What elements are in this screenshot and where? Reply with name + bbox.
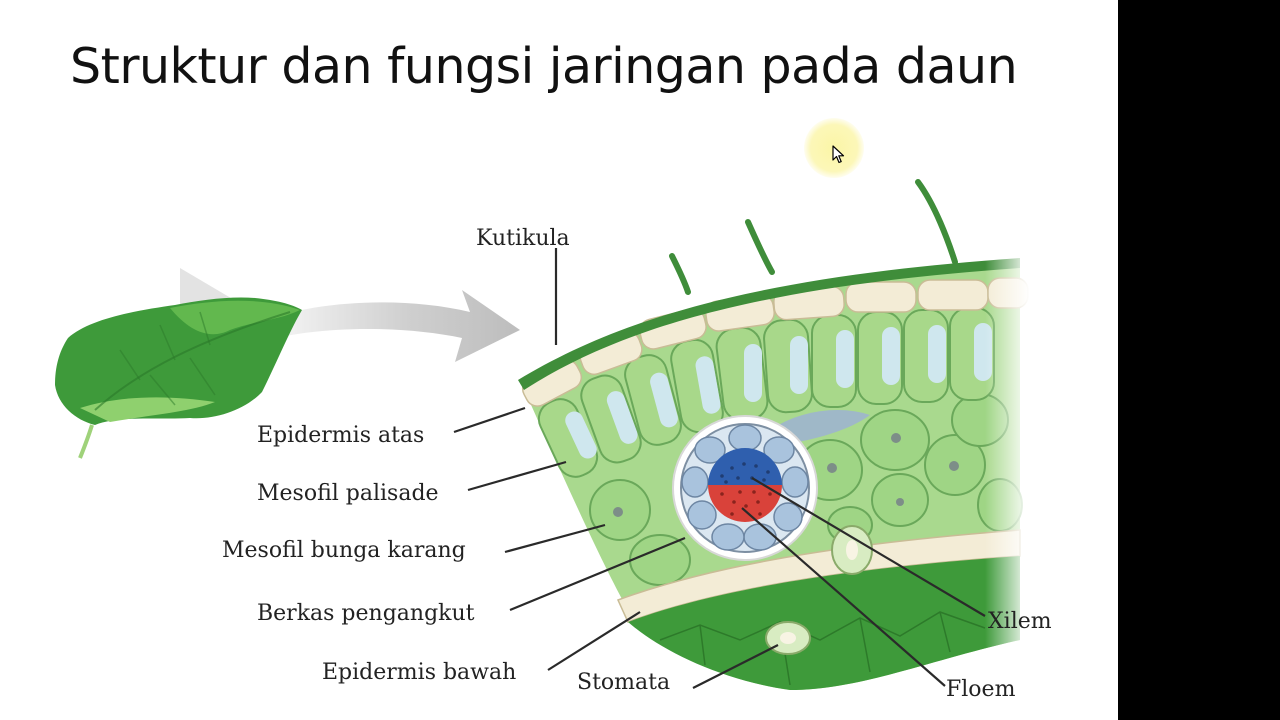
right-black-bar: [1118, 0, 1280, 720]
cross-section: [518, 179, 1030, 700]
vascular-bundle: [672, 415, 818, 561]
label-epidermis-bawah: Epidermis bawah: [322, 660, 517, 685]
label-kutikula: Kutikula: [476, 226, 570, 251]
leaf-image: [55, 297, 302, 459]
label-stomata: Stomata: [577, 670, 671, 695]
slide: Struktur dan fungsi jaringan pada daun: [0, 0, 1118, 720]
phloem-region: [708, 485, 782, 522]
cuticle-layer: [518, 258, 1020, 390]
label-floem: Floem: [946, 677, 1016, 702]
cursor-arrow-icon: [832, 145, 845, 164]
label-mesofil-bunga-karang: Mesofil bunga karang: [222, 538, 466, 563]
xylem-region: [708, 448, 782, 485]
leaf-cross-section-diagram: [55, 179, 1030, 700]
slide-title: Struktur dan fungsi jaringan pada daun: [70, 38, 1018, 95]
trichomes: [669, 179, 958, 295]
stomata-pore: [765, 525, 873, 655]
label-xilem: Xilem: [988, 609, 1052, 634]
leader-lines: [453, 248, 986, 689]
label-epidermis-atas: Epidermis atas: [257, 423, 425, 448]
mouse-cursor: [804, 118, 864, 178]
label-berkas-pengangkut: Berkas pengangkut: [257, 601, 475, 626]
label-mesofil-palisade: Mesofil palisade: [257, 481, 439, 506]
